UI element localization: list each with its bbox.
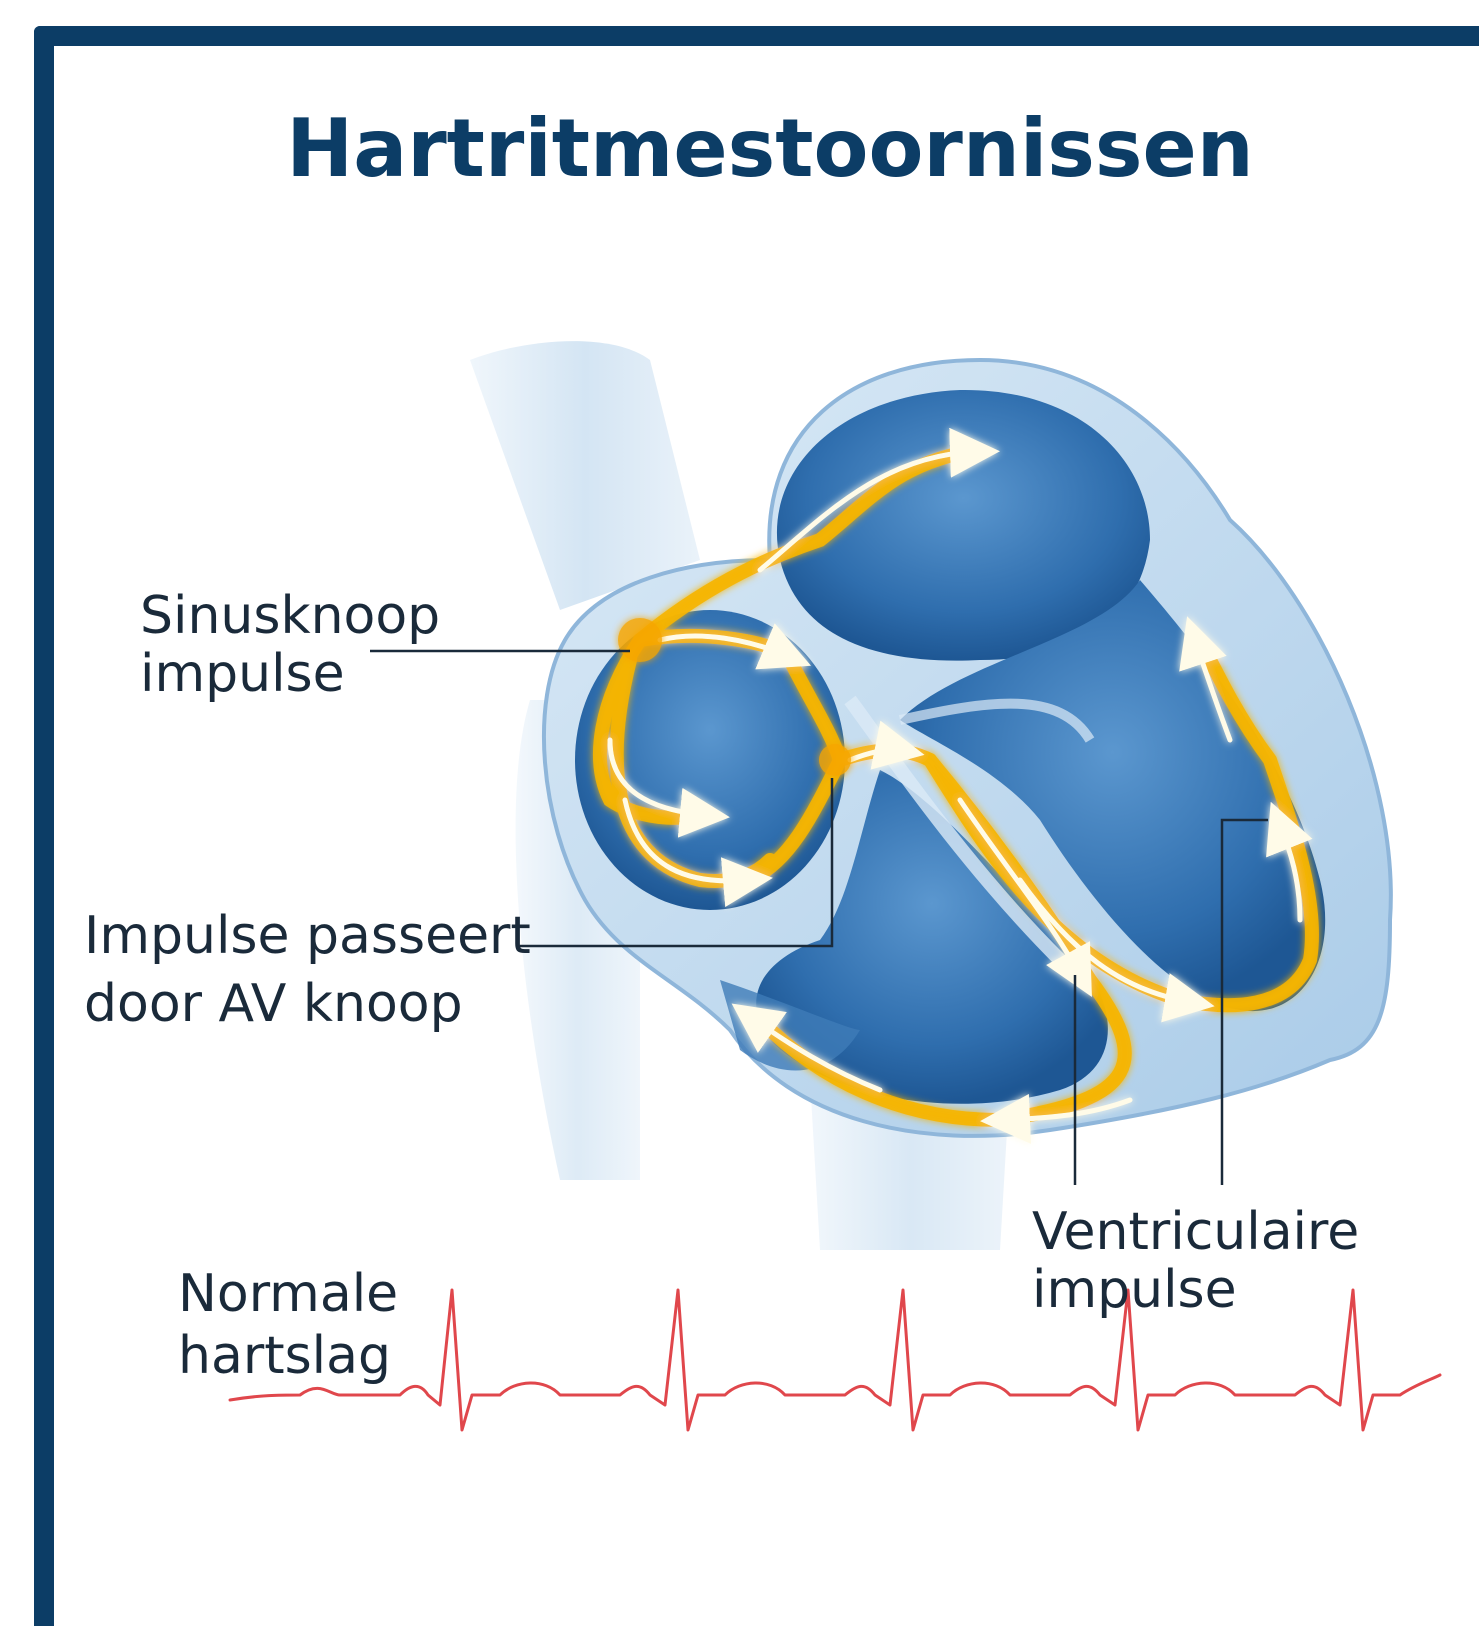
av-label-line1: Impulse passeert	[84, 902, 531, 970]
sinus-label-line1: Sinusknoop	[140, 587, 440, 645]
ventricular-impulse-label: Ventriculaire impulse	[1032, 1203, 1359, 1319]
vent-label-line2: impulse	[1032, 1261, 1359, 1319]
av-node-shape	[819, 744, 851, 776]
av-label-line2: door AV knoop	[84, 970, 531, 1038]
normal-heartbeat-label: Normale hartslag	[178, 1263, 398, 1387]
normal-label-line1: Normale	[178, 1263, 398, 1325]
normal-label-line2: hartslag	[178, 1325, 398, 1387]
sa-node-shape	[618, 618, 662, 662]
sinus-label-line2: impulse	[140, 645, 440, 703]
vent-label-line1: Ventriculaire	[1032, 1203, 1359, 1261]
sinus-node-label: Sinusknoop impulse	[140, 587, 440, 703]
av-node-label: Impulse passeert door AV knoop	[84, 902, 531, 1038]
vena-cava-shape	[470, 341, 700, 610]
